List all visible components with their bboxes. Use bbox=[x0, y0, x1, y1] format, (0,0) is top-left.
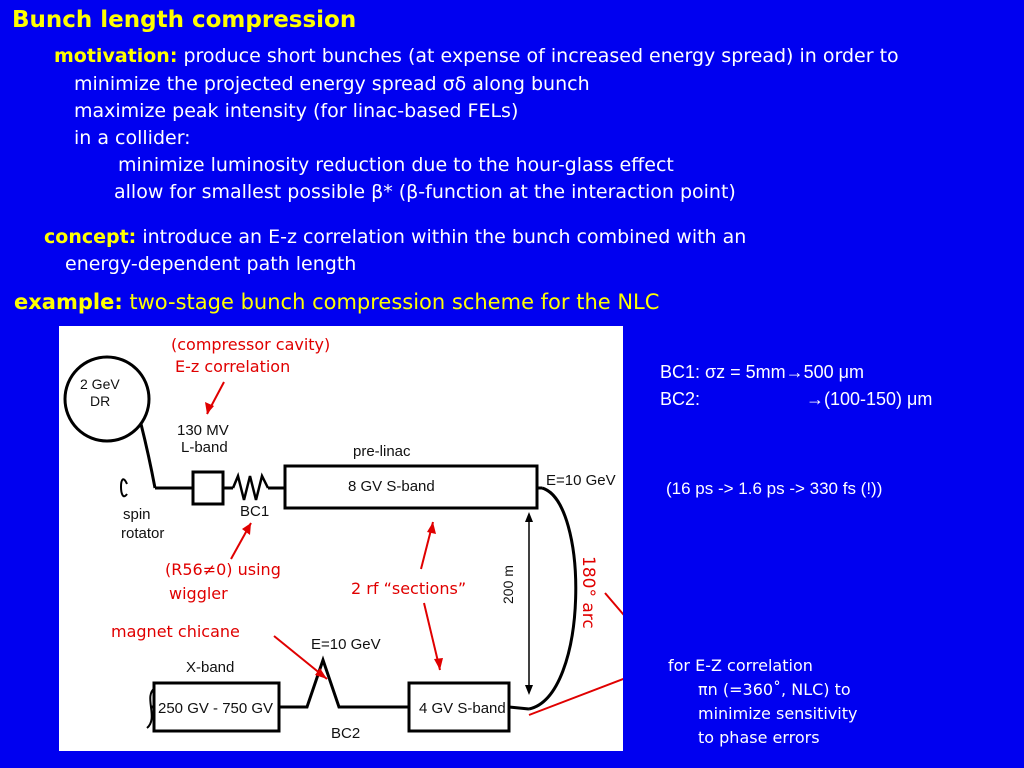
xband-box-label: 250 GV - 750 GV bbox=[158, 700, 274, 717]
ring-extraction-line bbox=[139, 423, 157, 489]
lband-label: L-band bbox=[181, 439, 228, 456]
ez-note-line-3: minimize sensitivity bbox=[698, 704, 858, 723]
arc-annotation: 180° arc bbox=[578, 556, 598, 629]
rf-arrowhead-up bbox=[427, 522, 436, 534]
motivation-item-1: minimize the projected energy spread σδ … bbox=[74, 73, 590, 95]
example-label: example: bbox=[14, 290, 123, 314]
prelinac-label: pre-linac bbox=[353, 443, 411, 460]
motivation-line: motivation: produce short bunches (at ex… bbox=[54, 45, 899, 67]
ez-note-line-2: πn (=360˚, NLC) to bbox=[698, 680, 851, 699]
length-label: 200 m bbox=[500, 565, 516, 604]
rf-arrowhead-down bbox=[434, 658, 443, 670]
dr-label: DR bbox=[90, 393, 111, 409]
beamline-segment bbox=[508, 705, 530, 711]
motivation-item-3: in a collider: bbox=[74, 127, 191, 149]
ez-annotation: E-z correlation bbox=[175, 357, 291, 376]
diagram-lines bbox=[63, 355, 623, 733]
ez-arrow-sband bbox=[528, 677, 623, 716]
dr-energy: 2 GeV bbox=[80, 376, 120, 392]
spin-label: spin bbox=[123, 506, 151, 523]
chicane-arrowhead bbox=[315, 668, 327, 679]
arc-180 bbox=[528, 486, 578, 711]
sband-4gv-label: 4 GV S-band bbox=[419, 700, 506, 717]
sband-8gv-box bbox=[283, 464, 539, 510]
concept-label: concept: bbox=[44, 226, 137, 248]
sband-8gv-label: 8 GV S-band bbox=[348, 478, 435, 495]
rf-sections-annotation: 2 rf “sections” bbox=[351, 579, 467, 598]
slide-title: Bunch length compression bbox=[12, 7, 357, 33]
xband-label: X-band bbox=[186, 659, 235, 676]
energy-top-label: E=10 GeV bbox=[546, 472, 616, 489]
motivation-label: motivation: bbox=[54, 45, 178, 67]
lband-cavity bbox=[191, 470, 225, 506]
motivation-item-2: maximize peak intensity (for linac-based… bbox=[74, 100, 519, 122]
length-arrowhead bbox=[525, 512, 533, 522]
bc1-compression: BC1: σz = 5mm→500 μm bbox=[660, 362, 865, 382]
ez-note-line-1: for E-Z correlation bbox=[668, 656, 813, 675]
concept-text: introduce an E-z correlation within the … bbox=[136, 226, 747, 248]
bc2-chicane bbox=[293, 655, 353, 709]
spin-rotator-symbol bbox=[120, 478, 128, 498]
example-text: two-stage bunch compression scheme for t… bbox=[122, 290, 660, 314]
compression-diagram: 2 GeV DR 130 MV L-band pre-linac 8 GV S-… bbox=[59, 326, 623, 751]
rotator-label: rotator bbox=[121, 525, 165, 542]
chicane-annotation: magnet chicane bbox=[111, 622, 240, 641]
xband-break bbox=[146, 687, 156, 729]
ez-note-line-4: to phase errors bbox=[698, 728, 820, 747]
concept-cont: energy-dependent path length bbox=[65, 253, 357, 275]
motivation-text: produce short bunches (at expense of inc… bbox=[177, 45, 899, 67]
wiggler-annotation-2: wiggler bbox=[169, 584, 228, 603]
bc1-label: BC1 bbox=[240, 503, 270, 520]
wiggler-annotation: (R56≠0) using bbox=[165, 560, 281, 579]
bc1-wiggler bbox=[231, 472, 270, 501]
xband-box bbox=[152, 681, 281, 733]
cavity-annotation: (compressor cavity) bbox=[171, 335, 331, 354]
motivation-subitem-2: allow for smallest possible β* (β-functi… bbox=[114, 181, 736, 203]
cavity-arrowhead bbox=[205, 402, 214, 414]
energy-mid-label: E=10 GeV bbox=[311, 636, 381, 653]
length-arrowhead bbox=[525, 685, 533, 695]
lband-voltage: 130 MV bbox=[177, 422, 229, 439]
damping-ring bbox=[63, 355, 151, 443]
concept-line: concept: introduce an E-z correlation wi… bbox=[44, 226, 746, 248]
wiggler-arrowhead bbox=[242, 523, 251, 535]
bc2-compression-value: →(100-150) μm bbox=[806, 389, 933, 409]
motivation-subitem-1: minimize luminosity reduction due to the… bbox=[118, 154, 674, 176]
example-line: example: two-stage bunch compression sch… bbox=[14, 290, 659, 314]
pulse-times: (16 ps -> 1.6 ps -> 330 fs (!)) bbox=[666, 479, 883, 498]
bc2-compression-label: BC2: bbox=[660, 389, 701, 409]
bc2-label: BC2 bbox=[331, 725, 361, 742]
ez-arrow-arc bbox=[604, 592, 623, 616]
